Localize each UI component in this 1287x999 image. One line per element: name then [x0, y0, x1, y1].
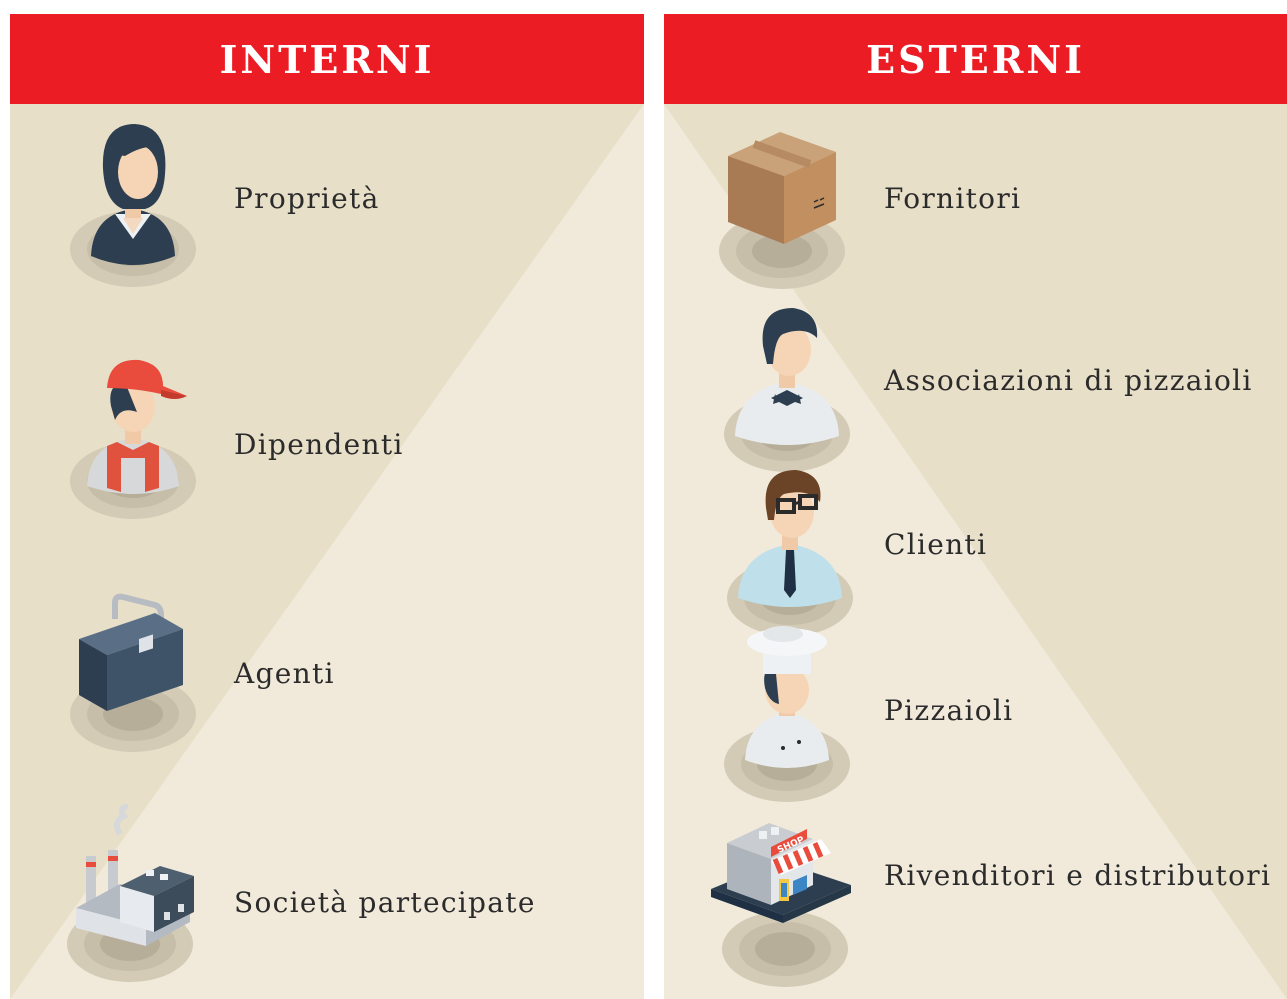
box-icon — [719, 132, 845, 289]
factory-icon — [67, 804, 194, 982]
worker-icon — [70, 359, 196, 519]
external-header: ESTERNI — [664, 14, 1287, 104]
item-label-resellers: Rivenditori e distributori — [884, 859, 1272, 892]
item-label-clients: Clienti — [884, 528, 988, 561]
item-label-suppliers: Fornitori — [884, 182, 1022, 215]
client-icon — [727, 470, 853, 636]
item-label-pizza-associations: Associazioni di pizzaioli — [884, 364, 1253, 397]
item-label-employees: Dipendenti — [234, 428, 404, 461]
item-label-ownership: Proprietà — [234, 182, 380, 215]
item-label-agents: Agenti — [234, 657, 335, 690]
shop-icon: SHOP — [711, 823, 851, 987]
item-label-pizza-makers: Pizzaioli — [884, 694, 1014, 727]
chef-icon — [724, 626, 850, 802]
waiter-icon — [724, 308, 850, 472]
briefcase-icon — [70, 593, 196, 752]
internal-panel: INTERNI Proprietà — [10, 14, 644, 999]
internal-panel-background — [10, 14, 644, 999]
businesswoman-icon — [70, 124, 196, 287]
internal-header: INTERNI — [10, 14, 644, 104]
internal-title: INTERNI — [219, 36, 435, 82]
external-title: ESTERNI — [866, 36, 1085, 82]
external-panel: ESTERNI Fornitori Associazioni di — [664, 14, 1287, 999]
item-label-subsidiaries: Società partecipate — [234, 886, 536, 919]
